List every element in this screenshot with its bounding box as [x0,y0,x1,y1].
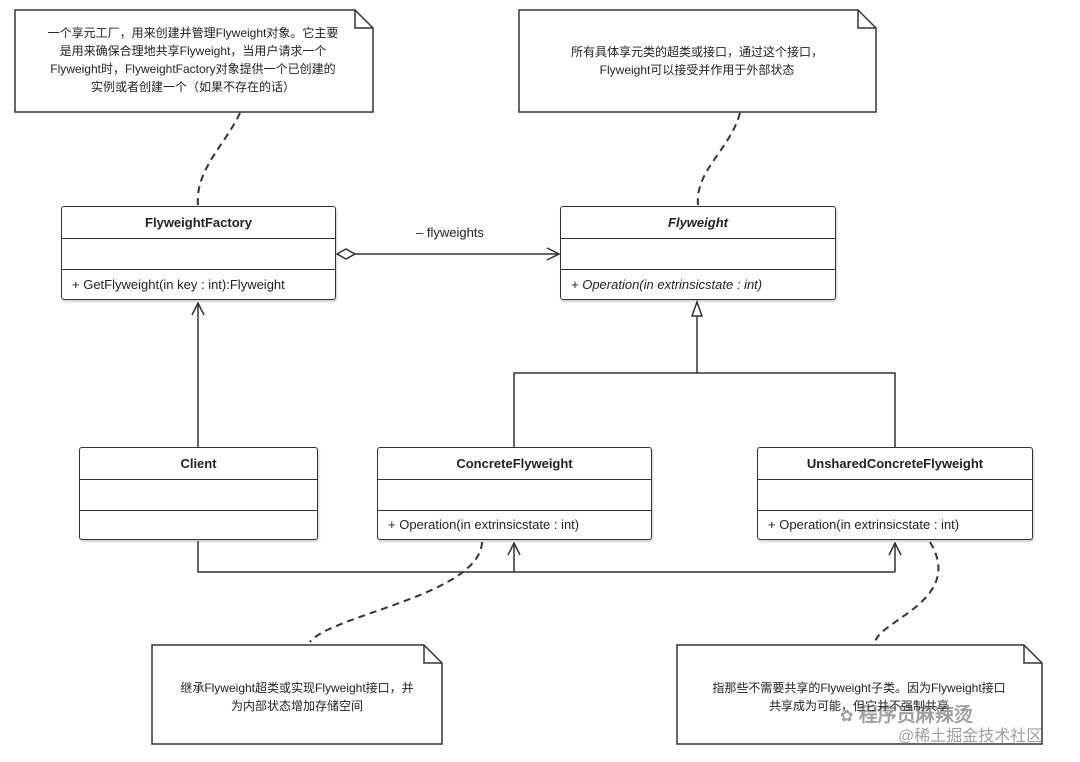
class-operation: + Operation(in extrinsicstate : int) [571,277,763,292]
operations-section [561,269,835,270]
association-label: – flyweights [416,225,484,240]
client-bottom-line [197,541,895,573]
aggregation-diamond [335,248,357,260]
flyweight-note-text: 所有具体享元类的超类或接口，通过这个接口， Flyweight可以接受并作用于外… [570,45,823,77]
class-flyweight[interactable]: Flyweight + Operation(in extrinsicstate … [560,206,836,300]
unshared-note-connector [874,541,940,643]
factory-note-text: 一个享元工厂，用来创建并管理Flyweight对象。它主要 是用来确保合理地共享… [47,26,339,94]
class-operation: + GetFlyweight(in key : int):Flyweight [72,277,285,292]
concrete-note-fold [423,645,442,664]
class-name: UnsharedConcreteFlyweight [806,456,984,471]
class-flyweight-factory[interactable]: FlyweightFactory + GetFlyweight(in key :… [61,206,336,300]
watermark-site: @稀土掘金技术社区 [898,728,1043,745]
unshared-note-shape [676,644,1043,745]
factory-note-fold [354,10,373,29]
attributes-section [62,238,335,270]
flyweight-note-fold [857,10,876,29]
concrete-note-shape [151,644,443,745]
class-unshared-concrete-flyweight[interactable]: UnsharedConcreteFlyweight + Operation(in… [757,447,1033,540]
operations-section [758,510,1032,511]
operations-section [62,269,335,270]
attributes-section [80,479,317,511]
attributes-section [561,238,835,270]
concrete-note-text: 继承Flyweight超类或实现Flyweight接口，并 为内部状态增加存储空… [180,681,414,713]
class-concrete-flyweight[interactable]: ConcreteFlyweight + Operation(in extrins… [377,447,652,540]
operations-section [378,510,651,511]
class-client[interactable]: Client [79,447,318,540]
class-operation: + Operation(in extrinsicstate : int) [768,517,960,532]
class-name: Client [180,456,217,471]
class-name: FlyweightFactory [145,215,252,230]
class-name: Flyweight [668,215,728,230]
attributes-section [758,479,1032,511]
unshared-note-fold [1023,645,1042,664]
flyweight-note-connector [696,112,741,206]
factory-note-shape [14,9,374,113]
generalization-triangle [690,299,704,317]
unshared-note-text: 指那些不需要共享的Flyweight子类。因为Flyweight接口 共享成为可… [712,681,1006,713]
concrete-generalization-line [513,372,896,447]
operations-section [80,510,317,511]
factory-note-connector [196,112,241,206]
class-operation: + Operation(in extrinsicstate : int) [388,517,580,532]
wechat-icon: ✿ [840,708,854,725]
watermark-text: 程序员麻辣烫 [858,705,973,726]
attributes-section [378,479,651,511]
concrete-note-connector [309,541,483,643]
watermark-channel: ✿ 程序员麻辣烫 [840,700,973,727]
class-name: ConcreteFlyweight [456,456,573,471]
flyweight-note-shape [518,9,877,113]
